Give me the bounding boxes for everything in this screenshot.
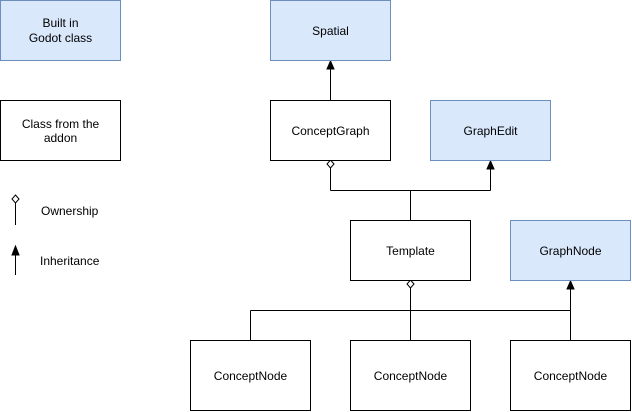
arrowhead-graphedit — [486, 159, 495, 170]
class-conceptnode-3-label: ConceptNode — [534, 369, 608, 383]
class-conceptnode-1-rect — [190, 340, 311, 411]
legend-ownership-diamond — [11, 194, 20, 204]
legend-addon-line-2: addon — [44, 131, 77, 145]
class-conceptnode-1: ConceptNode — [190, 340, 311, 411]
class-conceptnode-3-rect — [510, 340, 631, 411]
legend-builtin-line-1: Built in — [42, 16, 78, 30]
legend-addon-box: Class from the addon — [0, 100, 121, 161]
class-spatial-label: Spatial — [312, 24, 349, 38]
class-graphedit-label: GraphEdit — [463, 124, 518, 138]
class-conceptgraph: ConceptGraph — [270, 100, 391, 161]
class-spatial-rect — [270, 0, 391, 61]
legend-builtin-rect — [0, 0, 121, 61]
class-template-label: Template — [386, 244, 435, 258]
class-conceptnode-3: ConceptNode — [510, 340, 631, 411]
legend-ownership-label: Ownership — [41, 204, 99, 218]
legend-inheritance: Inheritance — [11, 244, 100, 275]
class-conceptnode-1-label: ConceptNode — [214, 369, 288, 383]
legend-builtin-line-2: Godot class — [29, 31, 92, 45]
class-conceptnode-2-label: ConceptNode — [374, 369, 448, 383]
class-graphnode-rect — [510, 220, 631, 281]
legend-inheritance-arrowhead — [11, 244, 20, 256]
markers — [326, 59, 575, 290]
legend-addon-line-1: Class from the — [22, 117, 100, 131]
diamond-template — [406, 279, 415, 289]
class-graphnode-label: GraphNode — [539, 244, 601, 258]
legend-inheritance-label: Inheritance — [40, 254, 100, 268]
class-graphnode: GraphNode — [510, 220, 631, 281]
class-template: Template — [350, 220, 471, 281]
class-conceptnode-2: ConceptNode — [350, 340, 471, 411]
class-graphedit-rect — [430, 100, 551, 161]
connectors — [250, 69, 571, 340]
legend-ownership: Ownership — [11, 194, 99, 225]
class-graphedit: GraphEdit — [430, 100, 551, 161]
arrowhead-graphnode — [566, 279, 575, 290]
class-template-rect — [350, 220, 471, 281]
class-conceptnode-2-rect — [350, 340, 471, 411]
arrowhead-spatial — [326, 59, 335, 70]
class-spatial: Spatial — [270, 0, 391, 61]
legend-builtin-box: Built in Godot class — [0, 0, 121, 61]
diamond-conceptgraph — [326, 159, 335, 169]
legend-addon-rect — [0, 100, 121, 161]
class-conceptgraph-rect — [270, 100, 391, 161]
class-conceptgraph-label: ConceptGraph — [291, 124, 369, 138]
